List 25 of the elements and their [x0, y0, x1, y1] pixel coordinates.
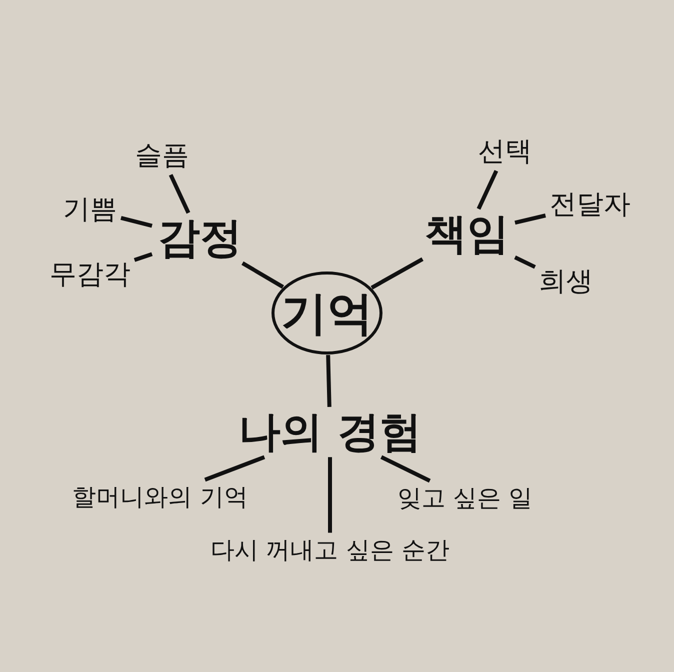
connector-line [241, 261, 284, 289]
connector-line [514, 214, 546, 225]
subtopic-text: 슬픔 [131, 137, 193, 175]
connector-line [476, 170, 498, 210]
subtopic-text: 선택 [474, 133, 536, 171]
subtopic-text: 할머니와의 기억 [68, 480, 252, 514]
subtopic-text: 희생 [535, 263, 597, 301]
topic-text: 책임 [419, 208, 515, 260]
subtopic-text: 잊고 싶은 일 [393, 480, 537, 516]
memory-ellipse: 기억 [271, 271, 383, 355]
topic-text: 나의 경험 [232, 406, 428, 458]
connector-line [204, 455, 266, 482]
subtopic-text: 전달자 [546, 186, 634, 224]
subtopic-text: 다시 꺼내고 싶은 순간 [206, 532, 454, 568]
subtopic-text: 무감각 [46, 256, 134, 294]
connector-line [380, 455, 431, 483]
connector-line [134, 252, 153, 262]
connector-line [514, 256, 536, 269]
topic-text: 감정 [152, 212, 248, 264]
connector-line [370, 257, 424, 290]
connector-line [120, 216, 152, 228]
connector-line [328, 457, 332, 533]
connector-line [326, 354, 332, 407]
subtopic-text: 기쁨 [59, 191, 121, 229]
connector-line [168, 174, 190, 214]
